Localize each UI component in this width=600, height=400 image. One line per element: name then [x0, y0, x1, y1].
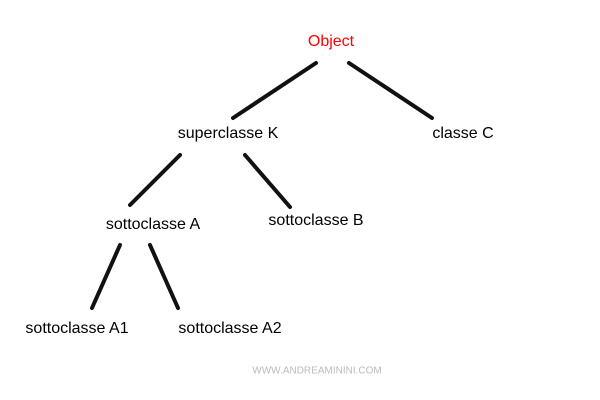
node-sottoclasse-b: sottoclasse B: [268, 212, 364, 229]
node-sottoclasse-a2: sottoclasse A2: [178, 320, 282, 337]
node-superclasse-k: superclasse K: [177, 125, 279, 142]
node-classe-c: classe C: [432, 125, 494, 142]
node-object: Object: [307, 33, 355, 50]
watermark: WWW.ANDREAMININI.COM: [252, 365, 382, 377]
edge-superclasse-k-sottoclasse-b: [243, 153, 292, 209]
node-sottoclasse-a: sottoclasse A: [105, 216, 201, 233]
edge-superclasse-k-sottoclasse-a: [128, 153, 182, 207]
edge-sottoclasse-a-a2: [148, 243, 180, 310]
edge-object-superclasse-k: [231, 61, 318, 120]
node-sottoclasse-a1: sottoclasse A1: [25, 320, 129, 337]
edge-sottoclasse-a-a1: [90, 243, 122, 310]
edge-object-classe-c: [347, 61, 434, 120]
